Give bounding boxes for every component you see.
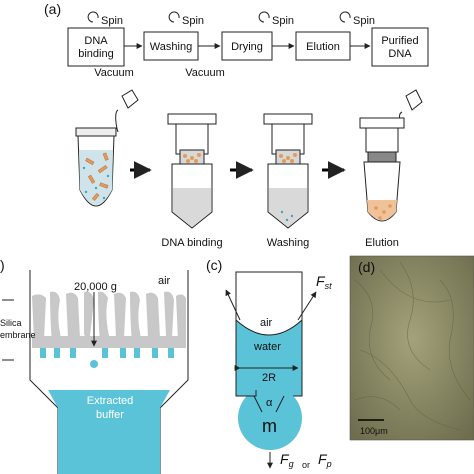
fp-label: Fp [318,451,332,469]
step-elution: Elution [306,41,340,53]
tube-dna-binding [167,113,217,229]
panel-label-c: (c) [206,257,222,273]
tube-label-elution: Elution [365,237,399,249]
membrane-label-line2: embrane [0,330,36,340]
tube-label-dna-binding: DNA binding [161,237,222,249]
step-purified-dna-line2: DNA [388,48,412,60]
panel-label-b: ) [0,257,5,273]
fst-label: Fst [316,273,332,291]
or-label: or [302,460,310,470]
spin-icon [168,11,180,23]
micrograph: (d) 100μm [349,255,474,441]
spin-icon [258,11,270,23]
vacuum-label-1: Vacuum [94,67,134,79]
spin-label-4: Spin [353,15,375,27]
workflow-flow: DNA binding Washing Drying Elution Purif… [67,27,429,67]
spin-label-1: Spin [101,15,123,27]
pore-air-label: air [260,317,273,329]
tube-washing [263,113,313,229]
step-washing: Washing [150,41,192,53]
pore-water-label: water [253,341,281,353]
fg-label: Fg [280,451,294,469]
panel-label-a: (a) [44,1,61,17]
pore-angle-label: α [266,397,273,409]
tube-label-washing: Washing [267,237,309,249]
spin-icon [87,11,99,23]
membrane-label-line1: Silica [0,318,22,328]
spin-labels: Spin Spin Spin Spin [87,11,375,27]
tube-lysate [75,89,139,207]
vacuum-label-2: Vacuum [185,67,225,79]
pore-radius-label: 2R [262,372,276,384]
step-drying: Drying [231,41,263,53]
panel-label-d: (d) [358,259,375,275]
tube-elution [359,89,423,222]
spin-label-2: Spin [182,15,204,27]
membrane-diagram: 20,000 g air Silica embrane Extracted bu… [0,270,189,474]
buffer-label-line1: Extracted [87,395,133,407]
buffer-label-line2: buffer [96,409,124,421]
membrane-air-label: air [158,275,171,287]
step-purified-dna-line1: Purified [381,35,418,47]
spin-icon [339,11,351,23]
pore-mass-label: m [262,416,277,436]
scale-bar-label: 100μm [360,426,388,436]
step-dna-binding-line2: binding [78,48,113,60]
step-dna-binding-line1: DNA [84,35,108,47]
force-label: 20,000 g [74,281,117,293]
spin-label-3: Spin [272,15,294,27]
pore-diagram: air water 2R α m Fst Fg or Fp [225,271,332,470]
